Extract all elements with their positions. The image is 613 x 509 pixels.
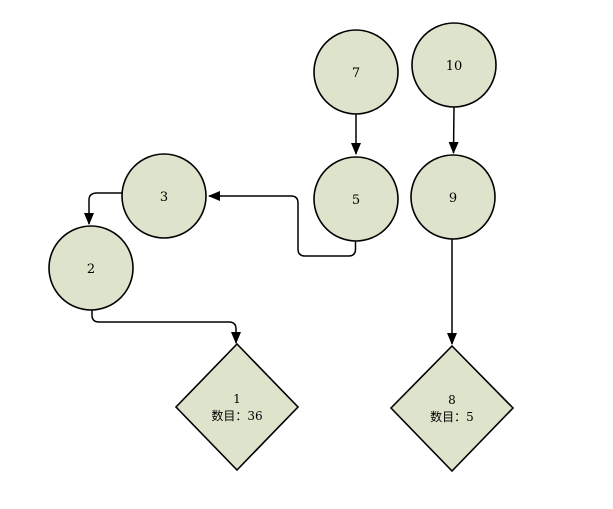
diamond-label-line1: 1 xyxy=(233,392,241,406)
node-circle-9[interactable]: 9 xyxy=(410,154,496,240)
circle-shape[interactable] xyxy=(410,154,496,240)
circle-shape[interactable] xyxy=(313,29,399,115)
node-label: 7 xyxy=(352,66,360,81)
node-circle-3[interactable]: 3 xyxy=(121,153,207,239)
circle-shape[interactable] xyxy=(411,22,497,108)
diamond-shape[interactable] xyxy=(389,344,515,473)
edge-3-to-2 xyxy=(84,192,122,225)
edge-10-to-9 xyxy=(448,106,459,154)
node-diamond-1[interactable]: 1 数目：36 xyxy=(174,342,300,472)
diamond-shape[interactable] xyxy=(174,342,300,472)
node-label: 3 xyxy=(160,190,168,205)
node-circle-2[interactable]: 2 xyxy=(48,225,134,311)
edge-2-to-1 xyxy=(91,310,241,344)
node-circle-5[interactable]: 5 xyxy=(313,156,399,242)
circle-shape[interactable] xyxy=(121,153,207,239)
node-diamond-8[interactable]: 8 数目：5 xyxy=(389,344,515,473)
node-label: 9 xyxy=(449,191,457,206)
node-label: 10 xyxy=(446,59,463,74)
diamond-label-line2: 数目：5 xyxy=(430,409,474,424)
edge-5-to-3 xyxy=(208,191,357,257)
node-label: 5 xyxy=(352,193,360,208)
diamond-label-line1: 8 xyxy=(448,393,456,407)
node-label: 2 xyxy=(87,262,95,277)
node-circle-7[interactable]: 7 xyxy=(313,29,399,115)
circle-shape[interactable] xyxy=(313,156,399,242)
circle-shape[interactable] xyxy=(48,225,134,311)
node-circle-10[interactable]: 10 xyxy=(411,22,497,108)
diamond-label-line2: 数目：36 xyxy=(211,408,262,423)
